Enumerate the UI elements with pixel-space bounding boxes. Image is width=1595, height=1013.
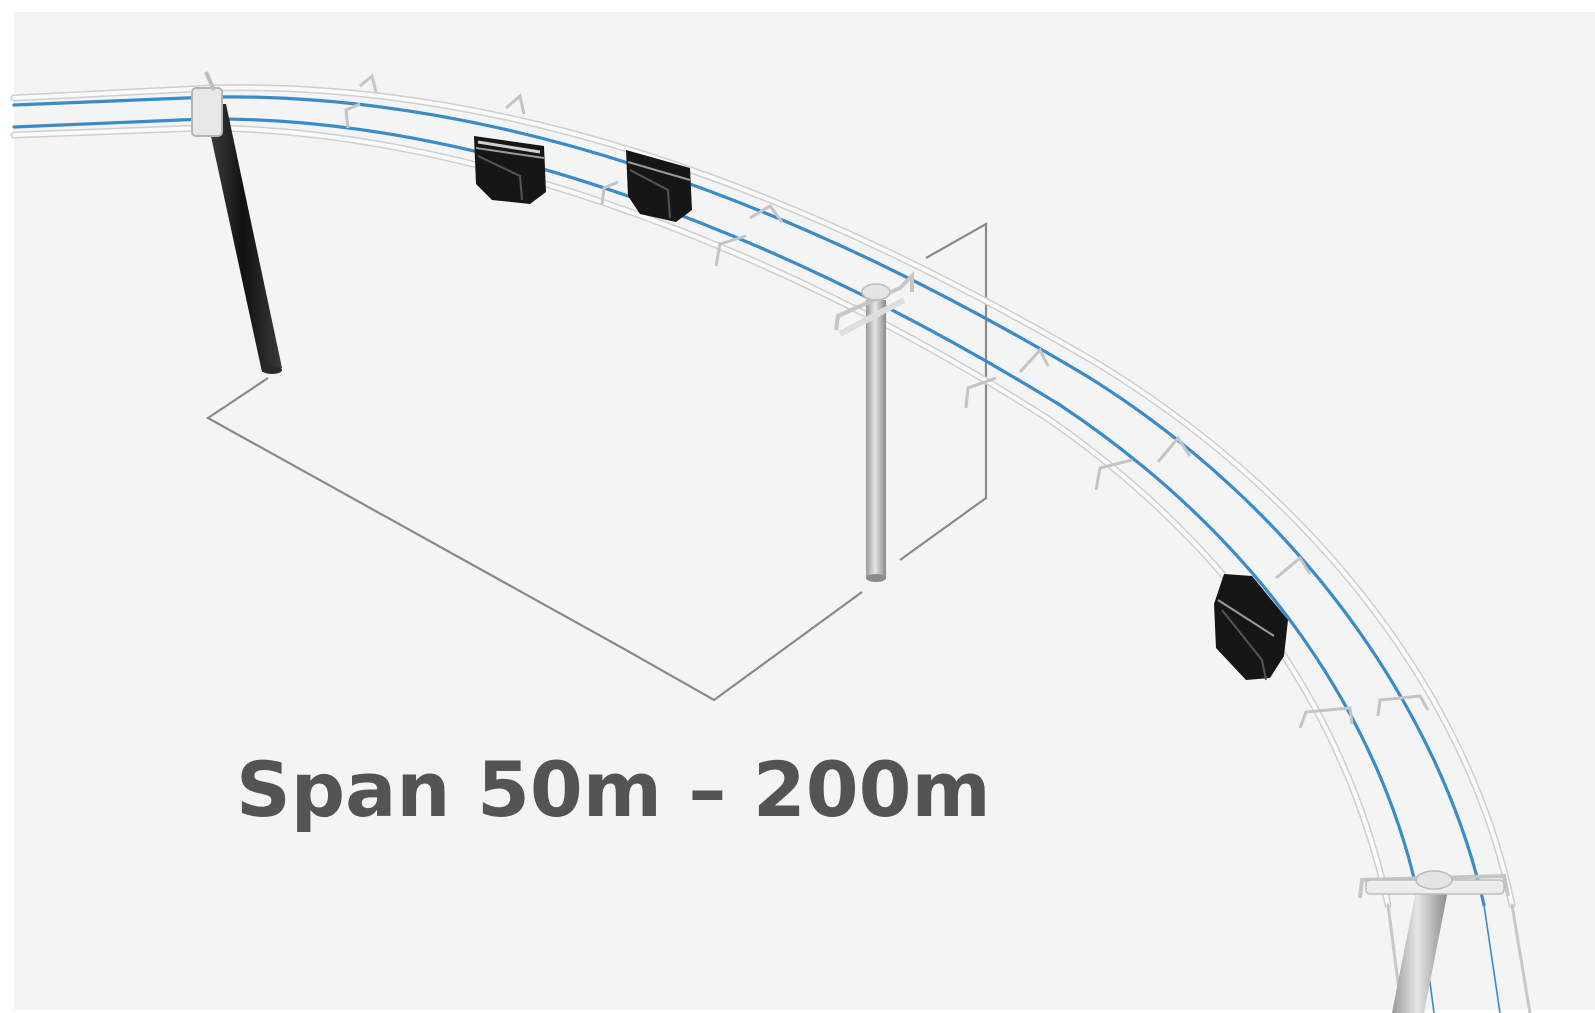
rail-brackets [344, 73, 1430, 729]
pillar [191, 71, 282, 374]
span-caption: Span 50m – 200m [236, 745, 991, 834]
gondola [626, 150, 692, 222]
diagram-background [14, 12, 1595, 1010]
gondola [1214, 574, 1288, 681]
pillar [1358, 870, 1510, 1013]
gondola [474, 136, 546, 204]
pillar [834, 271, 914, 582]
